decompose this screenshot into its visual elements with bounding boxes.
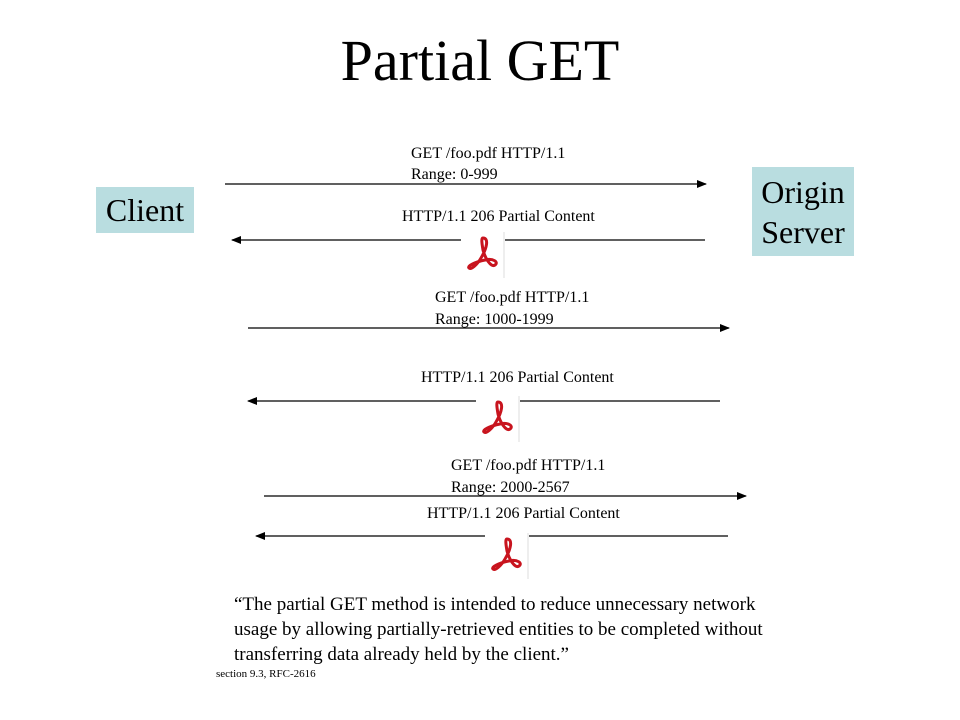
request-line-3: GET /foo.pdf HTTP/1.1	[451, 457, 606, 474]
origin-server-box: Origin Server	[752, 167, 854, 256]
range-header-2: Range: 1000-1999	[435, 311, 554, 328]
pdf-icon	[485, 533, 529, 579]
pdf-icon	[461, 232, 505, 278]
rfc-quote: “The partial GET method is intended to r…	[234, 594, 763, 665]
server-label-line2: Server	[761, 214, 845, 250]
response-line-2: HTTP/1.1 206 Partial Content	[421, 369, 614, 386]
request-line-1: GET /foo.pdf HTTP/1.1	[411, 145, 566, 162]
server-label-line1: Origin	[761, 174, 845, 210]
slide-title: Partial GET	[340, 28, 620, 93]
range-header-3: Range: 2000-2567	[451, 479, 570, 496]
response-line-3: HTTP/1.1 206 Partial Content	[427, 505, 620, 522]
response-line-1: HTTP/1.1 206 Partial Content	[402, 208, 595, 225]
pdf-icon	[476, 396, 520, 442]
client-box: Client	[96, 187, 194, 233]
range-header-1: Range: 0-999	[411, 166, 498, 183]
quote-source: section 9.3, RFC-2616	[216, 668, 316, 680]
request-line-2: GET /foo.pdf HTTP/1.1	[435, 289, 590, 306]
client-label: Client	[105, 192, 185, 228]
